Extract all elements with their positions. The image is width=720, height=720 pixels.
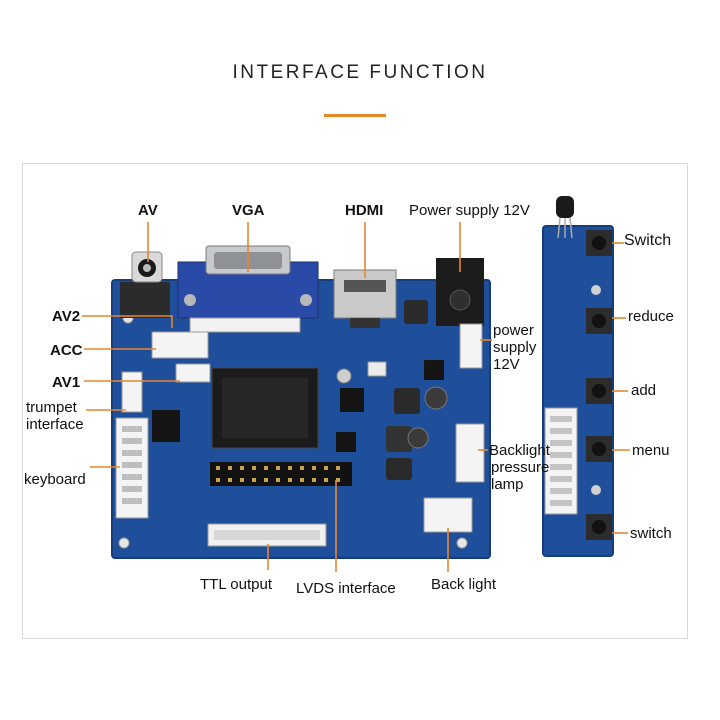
leader-av2: [82, 315, 173, 328]
key-button: [586, 378, 612, 404]
label-power-supply-top: Power supply 12V: [409, 202, 530, 219]
inductor: [404, 300, 428, 324]
inductor: [394, 388, 420, 414]
ic-chip: [340, 388, 364, 412]
main-board: [111, 245, 491, 559]
label-back-light: Back light: [431, 576, 497, 593]
label-menu: menu: [632, 442, 670, 459]
av-jack: [120, 282, 170, 318]
acc-connector: [151, 331, 209, 359]
capacitor: [424, 386, 448, 410]
mount-hole: [456, 537, 468, 549]
label-trumpet-line2: interface: [26, 416, 84, 433]
inductor: [386, 458, 412, 480]
header-strip: [189, 317, 301, 333]
page-title: INTERFACE FUNCTION: [232, 62, 488, 83]
av1-connector: [175, 363, 211, 383]
title-underline: [324, 114, 386, 117]
label-power-right-line3: 12V: [493, 356, 520, 373]
key-button: [586, 308, 612, 334]
label-av1: AV1: [52, 374, 81, 391]
label-power-right-line1: power: [493, 322, 534, 339]
mount-hole: [118, 537, 130, 549]
capacitor: [336, 368, 352, 384]
ic-chip: [336, 432, 356, 452]
key-button: [586, 514, 612, 540]
ir-receiver: [556, 196, 574, 218]
label-backlight-pressure-line2: pressure: [491, 459, 550, 476]
label-switch-top: Switch: [624, 232, 672, 249]
capacitor: [407, 427, 429, 449]
label-add: add: [631, 382, 657, 399]
ic-chip: [367, 361, 387, 377]
label-ttl-output: TTL output: [200, 576, 272, 593]
power-side-connector: [459, 323, 483, 369]
label-av: AV: [138, 202, 158, 219]
label-backlight-pressure-line3: lamp: [491, 476, 524, 493]
key-board-connector: [544, 407, 578, 515]
key-board: [542, 196, 614, 557]
leader-lines: [82, 222, 630, 572]
backlight-pressure-connector: [455, 423, 485, 483]
label-switch-bottom: switch: [630, 525, 672, 542]
label-backlight-pressure-line1: Backlight: [489, 442, 550, 459]
ic-chip: [424, 360, 444, 380]
label-av2: AV2: [52, 308, 81, 325]
inductor: [386, 426, 412, 452]
label-trumpet-line1: trumpet: [26, 399, 77, 416]
label-vga: VGA: [232, 202, 265, 219]
key-button: [586, 436, 612, 462]
label-acc: ACC: [50, 342, 83, 359]
label-hdmi: HDMI: [345, 202, 384, 219]
label-lvds-interface: LVDS interface: [296, 580, 396, 597]
label-keyboard: keyboard: [24, 471, 86, 488]
trumpet-connector: [121, 371, 143, 413]
label-reduce: reduce: [628, 308, 674, 325]
label-power-right-line2: supply: [493, 339, 537, 356]
ic-chip: [152, 410, 180, 442]
key-button: [586, 230, 612, 256]
lvds-header: [210, 462, 352, 486]
backlight-connector: [423, 497, 473, 533]
